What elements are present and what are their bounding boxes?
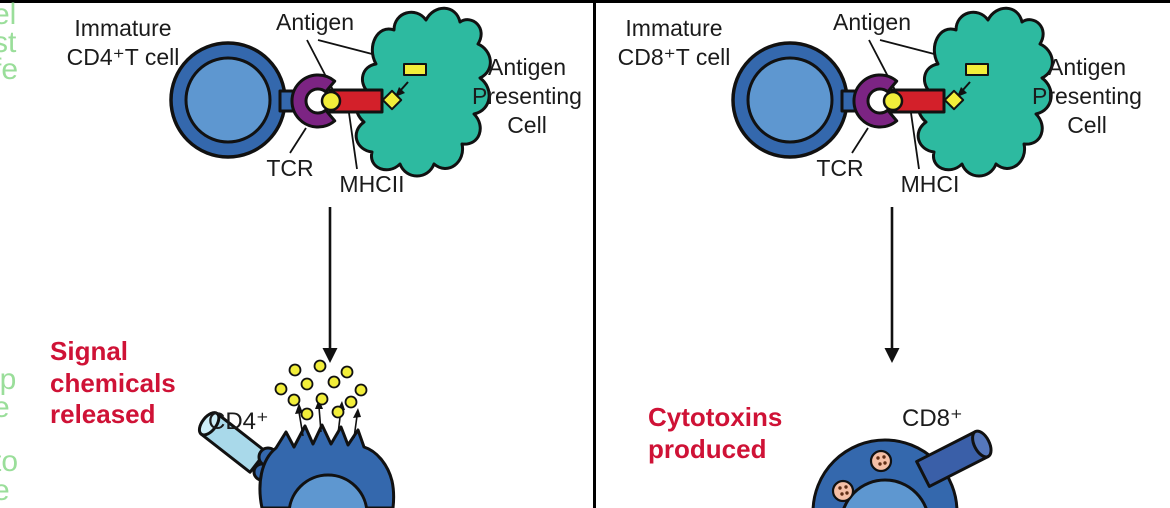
activation-arrow [322,207,338,363]
tcr-label: TCR [266,155,314,181]
t-cell-nucleus [184,56,272,144]
apc-label: Antigen Presenting Cell [472,54,582,138]
effector-cell-cd4 [197,359,396,508]
apc-label: Antigen Presenting Cell [1032,54,1142,138]
antigen-fragment-diamond [943,89,965,111]
margin-text-fragment: e [0,474,10,507]
signal-chemical-dots [274,359,368,421]
antigen-label: Antigen [275,9,354,35]
antigen-fragment-rect [965,63,989,76]
antigen-fragment-diamond [381,89,403,111]
immature-cell-label: Immature CD4⁺T cell [66,15,180,70]
apc-cell [354,6,492,178]
tcr-receptor [852,73,899,129]
antigen-label: Antigen [832,9,911,35]
antigen-peptide [320,90,342,112]
cd4-panel-art [169,6,492,508]
margin-text-fragment: el [0,0,17,31]
cd8-panel: Immature CD8⁺T cell Antigen Antigen Pres… [596,0,1170,508]
mhc-label: MHCI [900,171,960,197]
outcome-label: Cytotoxins produced [648,402,783,464]
coreceptor-cylinder [915,429,993,488]
margin-text-fragment: e [0,391,10,424]
panel-divider [593,0,596,508]
activation-arrow [884,207,900,363]
cell-type-label: CD8⁺ [902,405,963,432]
antigen-fragment-rect [403,63,427,76]
tcr-pointer-line [289,127,307,154]
outcome-label: Signal chemicals released [50,336,176,430]
tcr-pointer-line [851,127,869,154]
cell-nucleus [842,478,928,508]
tcr-label: TCR [816,155,864,181]
cd4-panel: Immature CD4⁺T cell Antigen Antigen Pres… [50,6,582,508]
top-border-line [0,0,1170,3]
mhc-pointer-line [910,112,920,170]
margin-text-fragment: to [0,445,19,478]
effector-cell-cd8 [811,429,993,508]
cell-type-label: CD4⁺ [208,408,269,435]
cytotoxin-granule [831,479,855,503]
immature-cell-label: Immature CD8⁺T cell [617,15,731,70]
mhc-pointer-line [348,112,358,170]
margin-text-fragment: lp [0,363,17,396]
antigen-loading-arrow [395,81,409,97]
margin-text-fragment: st [0,26,17,59]
interaction-diagram [169,6,492,178]
margin-text-fragment: fe [0,53,19,86]
t-cell-nucleus [746,56,834,144]
apc-cell [916,6,1054,178]
tcr-receptor [290,73,337,129]
cd8-panel-art [731,6,1054,508]
mhc-label: MHCII [339,171,405,197]
cell-body [258,423,396,508]
cytotoxin-granule [869,449,893,473]
coreceptor-cylinder [197,411,268,474]
cell-nucleus [287,473,369,508]
interaction-diagram [731,6,1054,178]
antigen-loading-arrow [957,81,971,97]
antigen-peptide [882,90,904,112]
